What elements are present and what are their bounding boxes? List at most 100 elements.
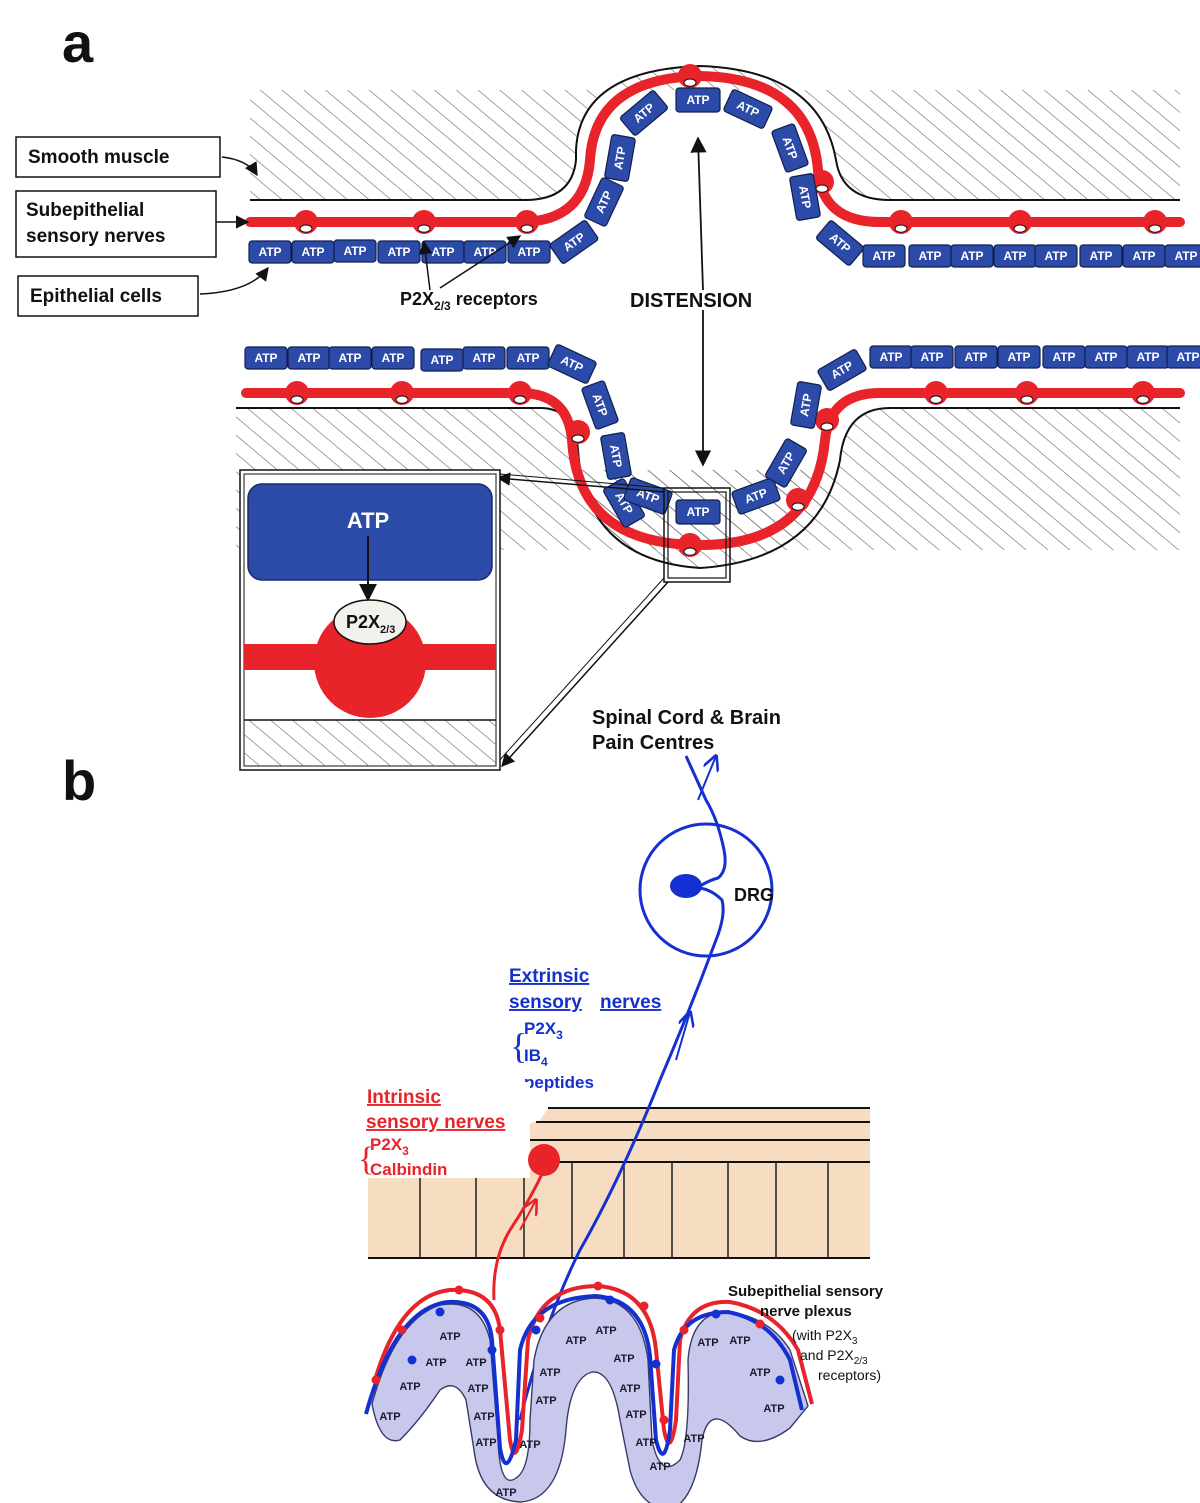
pain-centres-label-1: Spinal Cord & Brain <box>592 707 781 729</box>
atp-label: ATP <box>649 1461 670 1473</box>
svg-text:Subepithelial: Subepithelial <box>26 200 144 221</box>
villus-cell: ATP <box>565 1335 586 1347</box>
atp-label: ATP <box>1007 350 1030 364</box>
plexus-varicosity <box>495 1325 505 1335</box>
svg-text:receptors): receptors) <box>818 1367 881 1383</box>
atp-label: ATP <box>473 245 496 259</box>
atp-label: ATP <box>920 350 943 364</box>
p2x-receptor <box>1148 224 1162 233</box>
inset-receptor-label: P2X2/3 <box>346 612 395 636</box>
svg-text:Subepithelial sensory: Subepithelial sensory <box>728 1283 884 1300</box>
atp-label: ATP <box>473 1411 494 1423</box>
epithelial-cell: ATP <box>771 123 809 173</box>
plexus-varicosity <box>487 1345 497 1355</box>
label-p2x-receptors: P2X2/3 receptors <box>400 235 538 313</box>
smooth-muscle-top <box>250 64 1180 201</box>
svg-text:nerves: nerves <box>600 992 661 1013</box>
atp-label: ATP <box>1003 249 1026 263</box>
nerve-varicosity <box>390 381 414 405</box>
inset-atp-label: ATP <box>347 508 389 533</box>
atp-label: ATP <box>565 1335 586 1347</box>
atp-label: ATP <box>516 351 539 365</box>
nerve-varicosity <box>1131 381 1155 405</box>
epithelial-cell: ATP <box>997 345 1041 369</box>
atp-label: ATP <box>467 1383 488 1395</box>
villus-cell: ATP <box>613 1353 634 1365</box>
epithelial-cell: ATP <box>790 381 822 429</box>
svg-text:sensory nerves: sensory nerves <box>26 226 165 247</box>
atp-label: ATP <box>465 1357 486 1369</box>
plexus-varicosity <box>755 1319 765 1329</box>
epithelial-cell: ATP <box>549 220 599 264</box>
atp-label: ATP <box>613 1353 634 1365</box>
atp-label: ATP <box>1089 249 1112 263</box>
plexus-varicosity <box>407 1355 417 1365</box>
intrinsic-axon <box>492 1169 546 1301</box>
epithelial-cell: ATP <box>910 345 954 369</box>
panel-b-letter: b <box>62 749 96 812</box>
p2x-receptor <box>571 434 585 443</box>
epithelial-cell: ATP <box>789 173 821 221</box>
atp-label: ATP <box>763 1403 784 1415</box>
atp-label: ATP <box>297 351 320 365</box>
atp-label: ATP <box>749 1367 770 1379</box>
villus-cell: ATP <box>619 1383 640 1395</box>
atp-label: ATP <box>635 1437 656 1449</box>
villus-cell: ATP <box>473 1411 494 1423</box>
inset-detail: ATP P2X2/3 <box>239 469 501 771</box>
inset-receptor <box>333 599 407 645</box>
epithelial-cell: ATP <box>462 346 506 370</box>
p2x-receptor <box>1020 395 1034 404</box>
nerve-varicosity <box>515 210 539 234</box>
villus-cell: ATP <box>649 1461 670 1473</box>
svg-text:and P2X2/3: and P2X2/3 <box>800 1347 868 1367</box>
villus-cell: ATP <box>439 1331 460 1343</box>
distension-indicator: DISTENSION <box>630 136 752 467</box>
svg-text:DISTENSION: DISTENSION <box>630 290 752 312</box>
atp-label: ATP <box>1136 350 1159 364</box>
atp-label: ATP <box>254 351 277 365</box>
epithelial-cell: ATP <box>463 240 507 264</box>
plexus-varicosity <box>593 1281 603 1291</box>
epithelial-cell: ATP <box>507 240 551 264</box>
atp-label: ATP <box>918 249 941 263</box>
svg-text:nerve plexus: nerve plexus <box>760 1303 852 1320</box>
atp-label: ATP <box>729 1335 750 1347</box>
plexus-varicosity <box>639 1301 649 1311</box>
villus-cell: ATP <box>379 1411 400 1423</box>
label-smooth-muscle: Smooth muscle <box>15 136 258 178</box>
atp-label: ATP <box>611 145 629 170</box>
atp-label: ATP <box>1174 249 1197 263</box>
svg-text:P2X2/3 receptors: P2X2/3 receptors <box>400 289 538 313</box>
epithelial-cell: ATP <box>287 346 331 370</box>
atp-label: ATP <box>683 1433 704 1445</box>
label-subepithelial-nerves: Subepithelial sensory nerves <box>15 190 250 258</box>
epithelial-cell: ATP <box>1122 244 1166 268</box>
nerve-varicosity <box>678 533 702 557</box>
p2x-receptor <box>290 395 304 404</box>
atp-label: ATP <box>439 1331 460 1343</box>
epithelial-cell: ATP <box>993 244 1037 268</box>
inset-epithelial-cell <box>247 483 493 581</box>
atp-label: ATP <box>381 351 404 365</box>
epithelial-cell: ATP <box>817 349 867 391</box>
svg-text:{: { <box>358 1141 374 1178</box>
epithelial-cell: ATP <box>1079 244 1123 268</box>
epithelial-cell: ATP <box>584 177 624 227</box>
p2x-receptor <box>820 422 834 431</box>
p2x-receptor <box>929 395 943 404</box>
villus-cell: ATP <box>625 1409 646 1421</box>
atp-label: ATP <box>797 392 815 417</box>
epithelial-cell: ATP <box>765 438 807 488</box>
nerve-varicosity <box>1008 210 1032 234</box>
nerve-varicosity <box>294 210 318 234</box>
villus-cell: ATP <box>539 1367 560 1379</box>
villi-epithelium: ATP ATP ATP ATP ATP ATP ATP ATP ATP ATP ATP ATP ATP A… <box>364 1281 814 1503</box>
atp-label: ATP <box>1132 249 1155 263</box>
atp-label: ATP <box>338 351 361 365</box>
zoom-box <box>496 472 731 768</box>
nerve-varicosity <box>678 64 702 88</box>
